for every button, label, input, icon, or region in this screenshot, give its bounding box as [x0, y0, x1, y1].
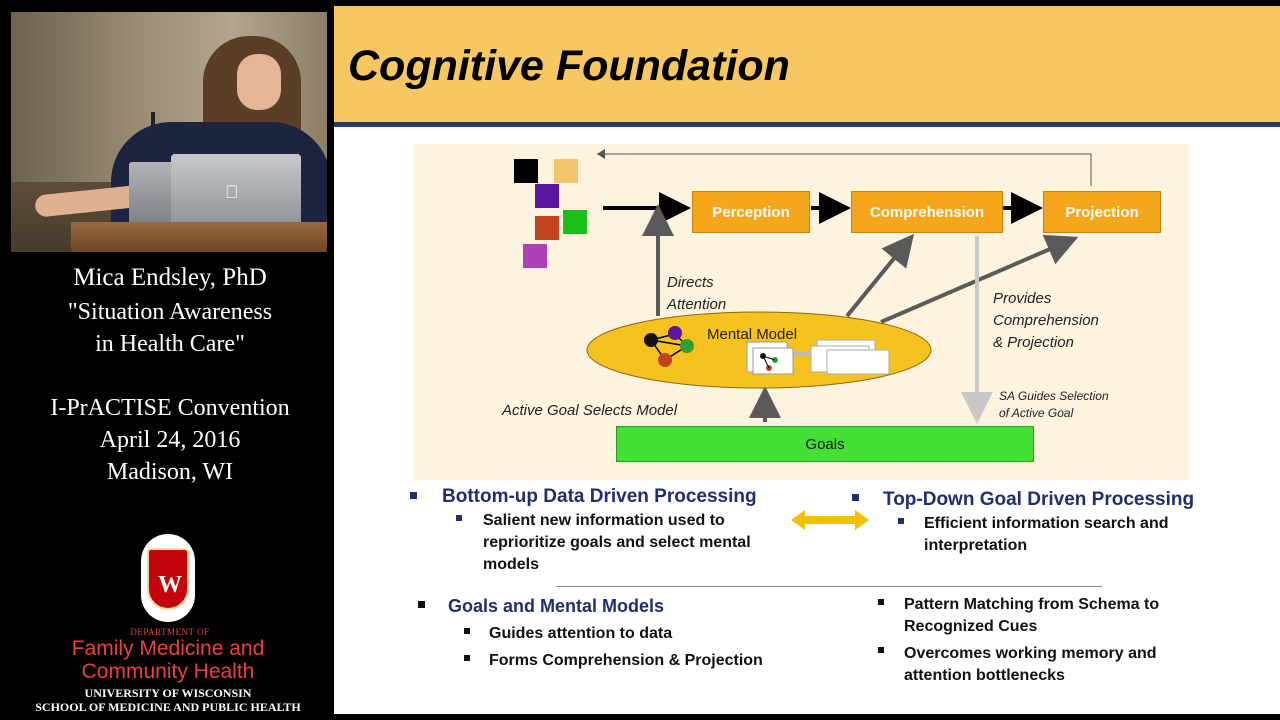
university-name: UNIVERSITY OF WISCONSIN	[84, 686, 252, 700]
projection-box: Projection	[1043, 191, 1161, 233]
data-square-magenta	[523, 244, 547, 268]
section-divider	[556, 586, 1102, 587]
top-down-heading: Top-Down Goal Driven Processing	[883, 489, 1195, 510]
sub-bullet-icon	[464, 628, 470, 634]
apple-logo-icon: 	[225, 182, 239, 203]
goals-box: Goals	[616, 426, 1034, 462]
department-label: DEPARTMENT OF	[130, 627, 210, 637]
overcomes-line1: Overcomes working memory and	[904, 645, 1157, 662]
speaker-name: Mica Endsley, PhD	[73, 264, 267, 291]
goals-mental-models-heading: Goals and Mental Models	[448, 596, 665, 616]
speaker-face	[237, 54, 281, 110]
bullet-icon	[410, 492, 417, 499]
convention-location: Madison, WI	[106, 459, 234, 485]
double-arrow-icon	[791, 510, 869, 530]
top-down-detail-line1: Efficient information search and	[924, 515, 1169, 532]
bottom-up-detail-line2: reprioritize goals and select mental	[483, 534, 751, 551]
laptop	[171, 154, 301, 226]
sa-model-diagram: Perception Comprehension Projection Dire…	[413, 144, 1189, 480]
sub-bullet-icon	[456, 515, 462, 521]
header-rule	[334, 122, 1280, 127]
podium	[71, 222, 327, 252]
department-name-line2: Community Health	[81, 660, 255, 683]
talk-title-line2: in Health Care"	[95, 331, 245, 357]
provides-label-line1: Provides	[993, 290, 1052, 307]
provides-label-line2: Comprehension	[993, 312, 1099, 329]
goals-item-1: Guides attention to data	[489, 625, 673, 642]
convention-date: April 24, 2016	[99, 427, 241, 453]
sub-bullet-icon	[898, 518, 904, 524]
diagram-arrows	[586, 149, 1092, 424]
bottom-up-detail-line1: Salient new information used to	[483, 512, 725, 529]
data-square-black	[514, 159, 538, 183]
directs-attention-label-line1: Directs	[667, 274, 714, 291]
school-name: SCHOOL OF MEDICINE AND PUBLIC HEALTH	[35, 700, 301, 714]
slide-title: Cognitive Foundation	[348, 42, 790, 90]
top-down-detail-line2: interpretation	[924, 537, 1028, 554]
talk-title-line1: "Situation Awareness	[67, 299, 273, 325]
pattern-matching-line1: Pattern Matching from Schema to	[904, 596, 1160, 613]
speaker-video: 	[11, 12, 327, 252]
overcomes-line2: attention bottlenecks	[904, 667, 1065, 684]
bottom-up-heading: Bottom-up Data Driven Processing	[442, 486, 757, 507]
goals-item-2: Forms Comprehension & Projection	[489, 652, 763, 669]
bottom-up-detail-line3: models	[483, 556, 540, 573]
department-name-line1: Family Medicine and	[71, 637, 265, 660]
crest-letter: W	[158, 572, 182, 598]
active-goal-label: Active Goal Selects Model	[502, 402, 678, 419]
crest-shield: W	[147, 548, 189, 610]
bullet-icon	[418, 601, 425, 608]
comprehension-box: Comprehension	[851, 191, 1003, 233]
data-square-tan	[554, 159, 578, 183]
convention-name: I-PrACTISE Convention	[50, 395, 290, 421]
bullet-icon	[852, 494, 859, 501]
sa-guides-label-line2: of Active Goal	[999, 406, 1074, 420]
data-square-red	[535, 216, 559, 240]
mental-model-label: Mental Model	[707, 326, 798, 343]
bullet-icon	[878, 647, 884, 653]
pattern-matching-line2: Recognized Cues	[904, 618, 1038, 635]
slide-header	[334, 6, 1280, 122]
perception-box: Perception	[692, 191, 810, 233]
sub-bullet-icon	[464, 655, 470, 661]
presentation-slide: Cognitive Foundation	[334, 6, 1280, 714]
data-square-green	[563, 210, 587, 234]
uw-crest-logo: W	[141, 534, 195, 622]
data-square-purple	[535, 184, 559, 208]
directs-attention-label-line2: Attention	[667, 296, 727, 313]
bullet-icon	[878, 599, 884, 605]
provides-label-line3: & Projection	[993, 334, 1074, 351]
sa-guides-label-line1: SA Guides Selection	[999, 389, 1109, 403]
